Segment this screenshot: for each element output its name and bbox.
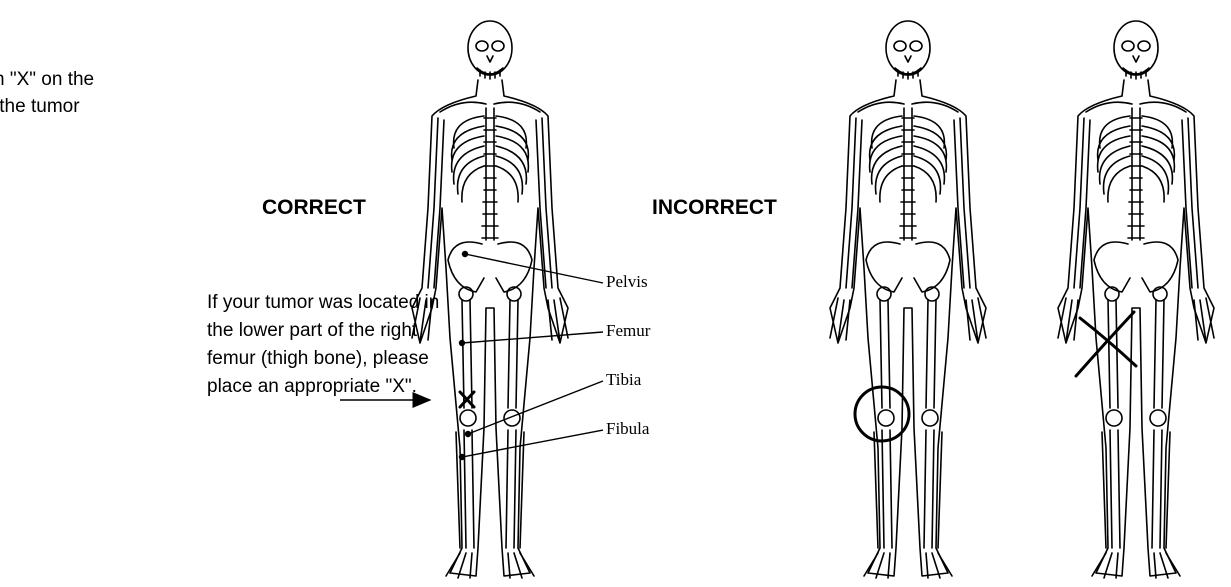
correct-skeleton — [412, 21, 568, 578]
incorrect-large-x-mark — [1076, 312, 1136, 376]
incorrect-skeleton-circle — [830, 21, 986, 578]
incorrect-skeleton-large-x — [1058, 21, 1214, 578]
